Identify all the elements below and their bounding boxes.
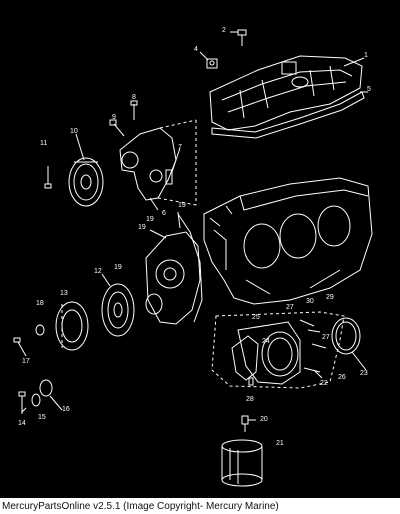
washer-18 <box>35 324 45 336</box>
water-pump <box>119 119 197 206</box>
callout-22: 22 <box>320 380 328 387</box>
exploded-parts-diagram: 1 2 4 5 6 7 8 9 10 11 12 13 14 15 16 17 … <box>0 0 400 498</box>
water-pump-pulley <box>68 157 104 207</box>
callout-4: 4 <box>194 46 198 53</box>
callout-15: 15 <box>38 414 46 421</box>
manifold-bolt <box>237 29 247 46</box>
pump-bolt-8 <box>130 100 138 120</box>
rear-main-seal-housing <box>211 311 345 389</box>
harmonic-balancer <box>101 283 135 337</box>
callout-5: 5 <box>367 86 371 93</box>
callout-10: 10 <box>70 128 78 135</box>
callout-6: 6 <box>162 210 166 217</box>
callout-25: 25 <box>252 314 260 321</box>
callout-8: 8 <box>132 94 136 101</box>
callout-11: 11 <box>40 140 48 147</box>
washer-16 <box>39 379 53 397</box>
callout-29: 29 <box>326 294 334 301</box>
callout-19-a: 19 <box>138 224 146 231</box>
callout-14: 14 <box>18 420 26 427</box>
oil-filter <box>221 439 263 487</box>
engine-block <box>203 177 373 305</box>
pump-bolt-9 <box>109 119 125 137</box>
callout-23: 23 <box>360 370 368 377</box>
manifold-gasket <box>211 91 365 139</box>
callout-24: 24 <box>262 338 270 345</box>
bolt-14 <box>18 391 26 414</box>
callout-21: 21 <box>276 440 284 447</box>
bolt-17 <box>13 337 27 357</box>
callout-13: 13 <box>60 290 68 297</box>
rear-main-seal <box>331 317 361 355</box>
diagram-artwork <box>13 29 373 487</box>
callout-28: 28 <box>246 396 254 403</box>
callout-2: 2 <box>222 27 226 34</box>
callout-30: 30 <box>306 298 314 305</box>
housing-screws <box>299 319 327 373</box>
callout-19-d: 19 <box>114 264 122 271</box>
callout-7: 7 <box>178 144 182 151</box>
callout-17: 17 <box>22 358 30 365</box>
intake-manifold <box>209 55 363 131</box>
timing-cover <box>145 213 203 325</box>
callout-19-b: 19 <box>146 216 154 223</box>
callout-9: 9 <box>112 114 116 121</box>
callout-20: 20 <box>260 416 268 423</box>
callout-18: 18 <box>36 300 44 307</box>
leader-lines <box>21 31 368 421</box>
pump-gasket <box>165 169 173 185</box>
housing-gasket <box>231 335 259 381</box>
oil-filter-adapter <box>241 415 249 432</box>
callout-27-b: 27 <box>322 334 330 341</box>
plug-28 <box>248 377 254 386</box>
washer-15 <box>31 393 41 407</box>
crankshaft-pulley <box>55 301 89 351</box>
manifold-nut <box>206 58 218 69</box>
image-caption: MercuryPartsOnline v2.5.1 (Image Copyrig… <box>2 501 279 512</box>
callout-12: 12 <box>94 268 102 275</box>
callout-27-a: 27 <box>286 304 294 311</box>
callout-16: 16 <box>62 406 70 413</box>
pulley-bolt <box>44 166 52 189</box>
front-crank-seal <box>145 293 163 315</box>
callout-1: 1 <box>364 52 368 59</box>
callout-26: 26 <box>338 374 346 381</box>
callout-19-c: 19 <box>178 202 186 209</box>
